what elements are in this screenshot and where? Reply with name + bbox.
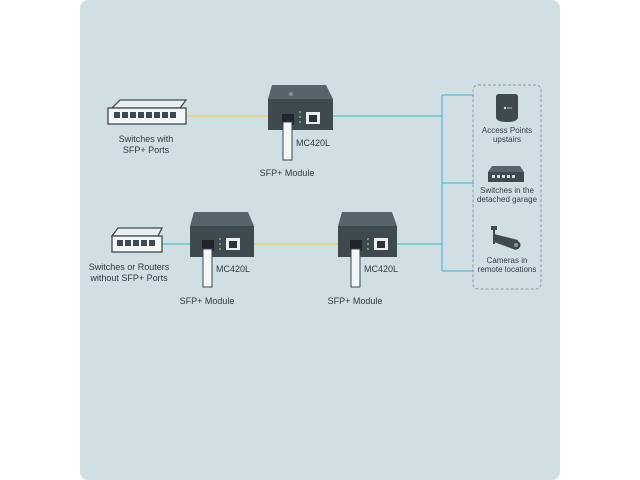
- sfp-port-icon: [202, 240, 214, 251]
- converter-bottom-left-label: MC420L: [216, 264, 251, 274]
- access-point-icon: [496, 94, 518, 122]
- media-converter-top: [268, 85, 333, 130]
- endpoint-label-cameras: Cameras in remote locations: [477, 256, 537, 274]
- sfp-module-top: [282, 121, 293, 161]
- sfp-module-bottom-right-label: SFP+ Module: [327, 296, 383, 306]
- rj45-port-icon: [309, 115, 317, 122]
- endpoint-label-garage-switches: Switches in the detached garage: [476, 186, 538, 204]
- switch-bottom-icon: [110, 227, 164, 253]
- bottom-switch-label: Switches or Routers without SFP+ Ports: [88, 262, 170, 283]
- media-converter-bottom-right: [338, 212, 397, 257]
- sfp-module-bottom-left-label: SFP+ Module: [179, 296, 235, 306]
- converter-top-label: MC420L: [296, 138, 331, 148]
- media-converter-bottom-left: [190, 212, 254, 257]
- rj45-port-icon: [377, 241, 385, 248]
- switch-top-icon: [107, 99, 188, 125]
- top-switch-label: Switches with SFP+ Ports: [118, 134, 174, 155]
- endpoint-label-access-points: Access Points upstairs: [481, 126, 533, 144]
- camera-icon: [491, 226, 521, 250]
- endpoints-box: [472, 84, 542, 290]
- sfp-module-top-label: SFP+ Module: [259, 168, 315, 178]
- sfp-port-icon: [350, 240, 362, 251]
- converter-bottom-right-label: MC420L: [364, 264, 399, 274]
- switch-icon: [488, 166, 524, 182]
- rj45-port-icon: [229, 241, 237, 248]
- sfp-port-icon: [282, 114, 294, 125]
- sfp-module-bottom-right: [350, 248, 361, 288]
- sfp-module-bottom-left: [202, 248, 213, 288]
